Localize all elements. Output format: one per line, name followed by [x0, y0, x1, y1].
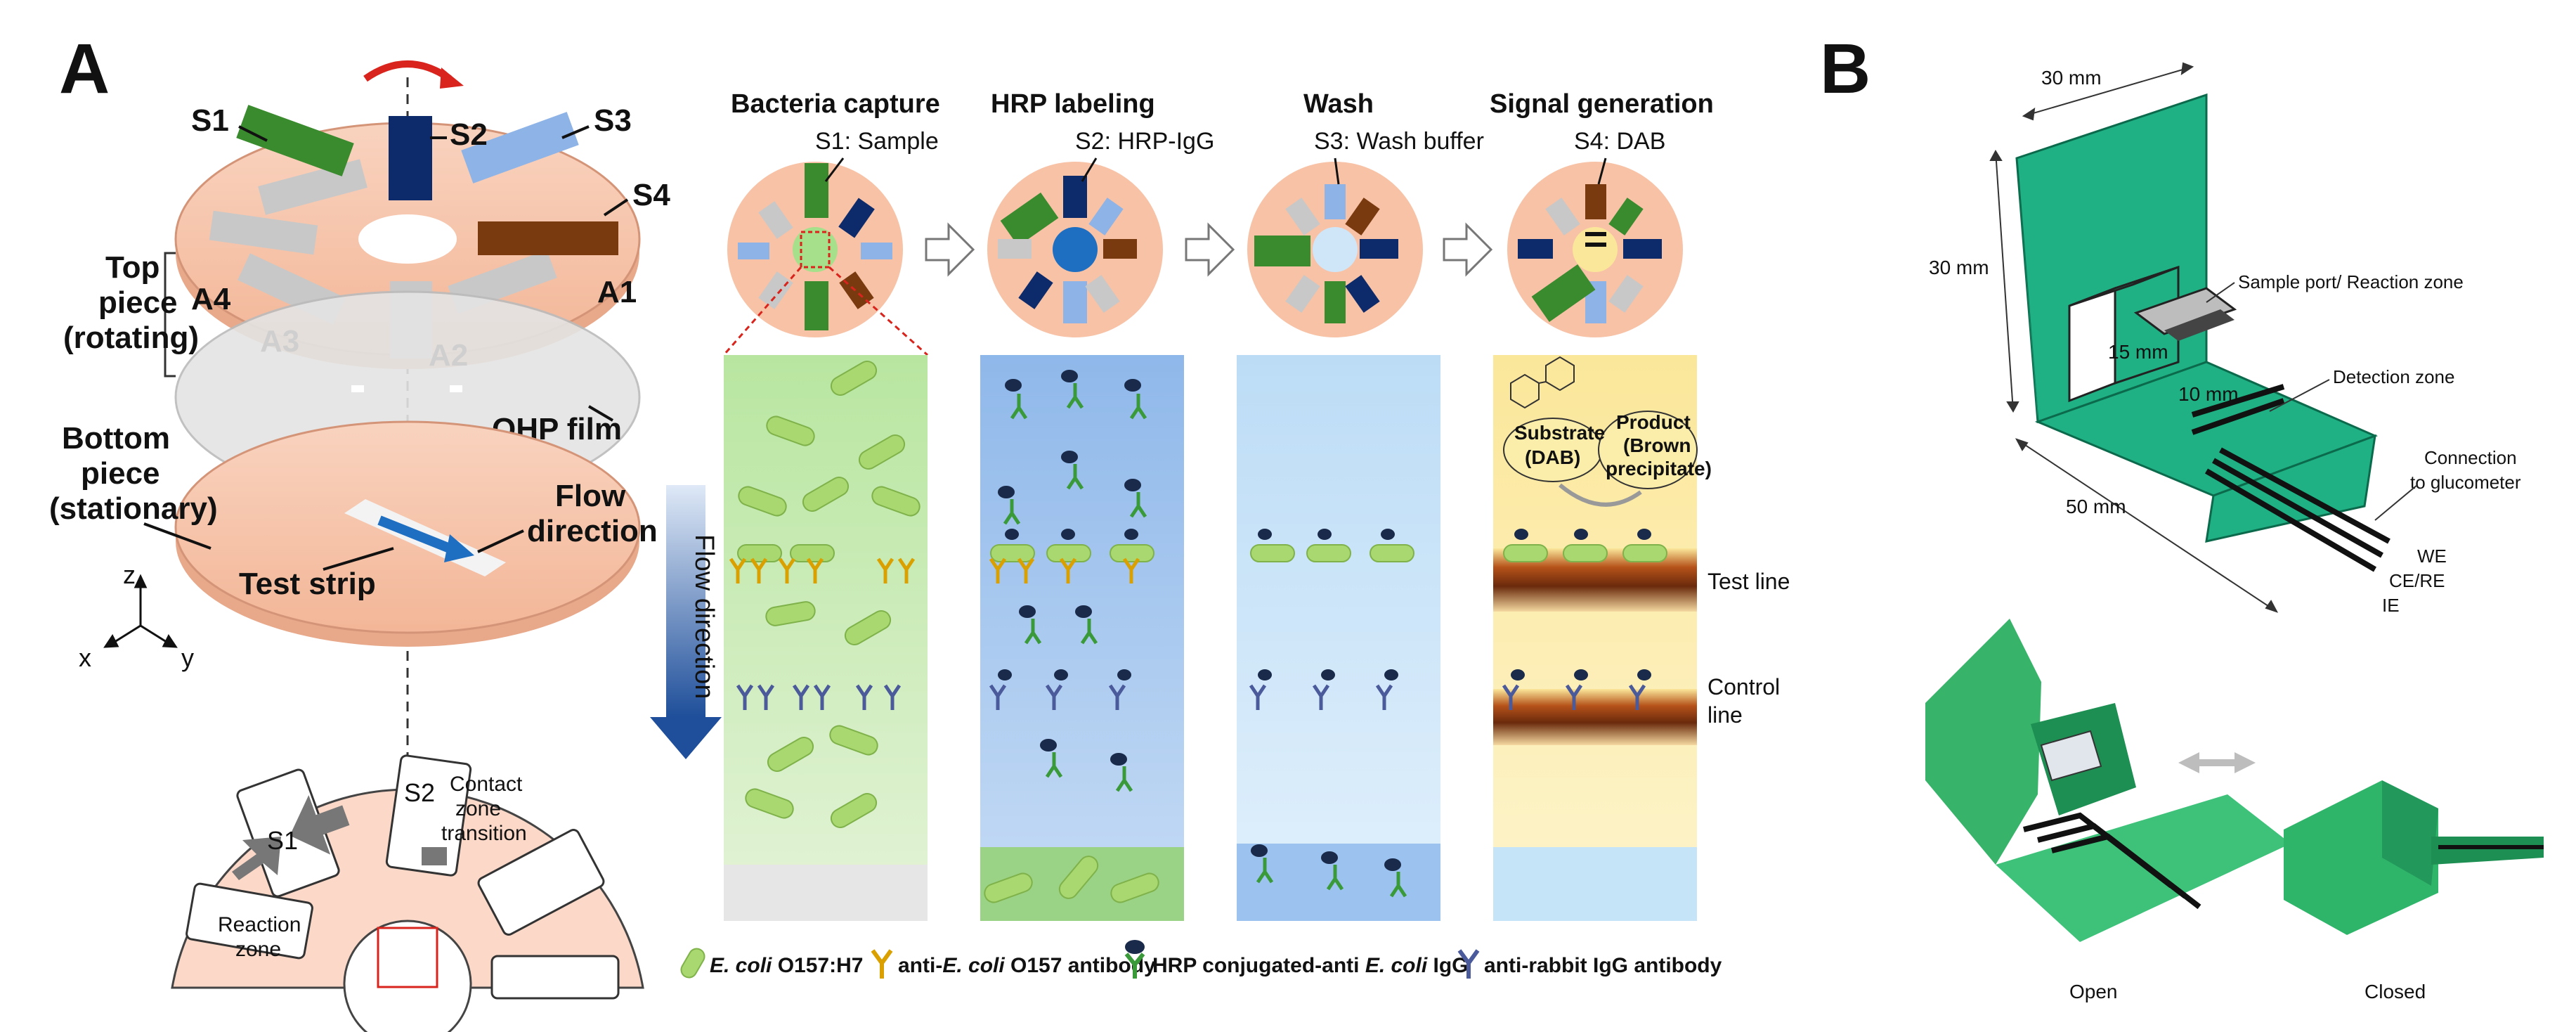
contact-zone-line2: zone: [455, 797, 501, 820]
legend-2: anti-E. coli O157 antibody: [898, 954, 1156, 977]
hrp-antibodies: [998, 370, 1651, 898]
step-columns: Bacteria capture S1: Sample HRP labeling…: [731, 89, 1714, 155]
xyz-axes-icon: [103, 574, 178, 648]
step-4-reagent: S4: DAB: [1574, 128, 1665, 155]
s3-label: S3: [594, 103, 632, 138]
step-3-title: Wash: [1303, 89, 1374, 119]
legend-1: E. coli O157:H7: [710, 954, 863, 977]
flow-direction-line1: Flow: [555, 479, 626, 513]
s2-label: S2: [450, 117, 488, 152]
detection-zone-label: Detection zone: [2333, 366, 2454, 387]
bottom-piece-line1: Bottom: [62, 421, 170, 456]
product-line2: (Brown: [1623, 434, 1691, 456]
test-line-label: Test line: [1707, 569, 1790, 594]
bottom-piece-line3: (stationary): [49, 491, 218, 526]
top-piece-line1: Top: [105, 250, 160, 285]
legend-yellow-antibody-icon: [871, 949, 893, 979]
step-4-title: Signal generation: [1490, 89, 1714, 119]
s4-pad: [478, 221, 618, 255]
mini-disk-3: [1247, 162, 1423, 337]
a4-label: A4: [191, 282, 231, 316]
step-1-reagent: S1: Sample: [815, 128, 939, 155]
photo-open: [1925, 619, 2291, 942]
bottom-s1-label: S1: [267, 826, 298, 855]
axis-y-label: y: [181, 643, 194, 672]
connection-line2: to glucometer: [2410, 472, 2521, 493]
mini-disk-2: [987, 162, 1163, 337]
top-piece-line2: piece: [98, 285, 178, 320]
legend-bacteria-icon: [680, 948, 705, 979]
test-strip-label: Test strip: [239, 567, 376, 601]
ce-re-label: CE/RE: [2389, 570, 2445, 591]
contact-zone-line1: Contact: [450, 773, 523, 796]
mini-disk-1: [727, 162, 903, 337]
dim-port-h-label: 10 mm: [2178, 383, 2239, 405]
legend: E. coli O157:H7 anti-E. coli O157 antibo…: [680, 940, 1722, 979]
bacteria-cluster: [737, 361, 1159, 903]
sample-port-label: Sample port/ Reaction zone: [2238, 271, 2464, 292]
legend-hrp-antibody-icon: [1124, 953, 1145, 979]
dim-length-label: 50 mm: [2066, 496, 2126, 517]
s3-pad: [461, 112, 579, 183]
device-drawing: [2015, 93, 2390, 572]
step-2-reagent: S2: HRP-IgG: [1075, 128, 1214, 155]
panel-b-label: B: [1820, 30, 1871, 108]
photo-closed-label: Closed: [2364, 981, 2426, 1002]
signal-panel: [1493, 355, 1697, 921]
step-2-title: HRP labeling: [991, 89, 1155, 119]
bottom-disk: [174, 420, 641, 647]
panel-a-label: A: [59, 30, 110, 108]
we-label: WE: [2417, 546, 2447, 567]
product-line1: Product: [1616, 411, 1691, 433]
step-1-title: Bacteria capture: [731, 89, 940, 119]
open-close-arrow-icon: [2178, 752, 2256, 773]
control-line-band: [1493, 689, 1697, 745]
step-3-reagent: S3: Wash buffer: [1314, 128, 1484, 155]
rotation-arrowhead-icon: [440, 67, 464, 89]
substrate-line1: Substrate: [1514, 422, 1605, 444]
flow-direction-label: Flow direction: [689, 534, 719, 699]
substrate-line2: (DAB): [1525, 446, 1580, 468]
legend-4: anti-rabbit IgG antibody: [1484, 954, 1722, 977]
labeling-panel: [980, 355, 1184, 921]
dim-port-w-label: 15 mm: [2108, 341, 2168, 363]
test-line-antibodies: [729, 557, 1140, 583]
reaction-zone-line2: zone: [235, 938, 281, 961]
bottom-s2-label: S2: [404, 778, 435, 807]
contact-zone-line3: transition: [441, 822, 527, 845]
s1-pad: [236, 105, 354, 176]
ie-label: IE: [2382, 595, 2400, 616]
a1-label: A1: [597, 275, 637, 309]
axis-x-label: x: [79, 643, 91, 672]
s4-label: S4: [632, 178, 670, 212]
top-down-view: [171, 754, 644, 1032]
photo-open-label: Open: [2069, 981, 2118, 1002]
flow-direction-line2: direction: [527, 514, 658, 548]
control-line-antibodies: [736, 684, 1646, 710]
connection-line1: Connection: [2424, 447, 2517, 468]
step-arrows: [925, 222, 1493, 277]
flow-direction-arrow-icon: [666, 485, 705, 717]
top-piece-line3: (rotating): [63, 321, 199, 355]
legend-3: HRP conjugated-anti E. coli IgG: [1152, 954, 1469, 977]
control-line-label-2: line: [1707, 702, 1743, 728]
reaction-zone-line1: Reaction: [218, 913, 301, 936]
s1-label: S1: [191, 103, 229, 138]
axis-z-label: z: [123, 560, 136, 589]
flow-arrow-icon: [377, 515, 452, 553]
control-line-label-1: Control: [1707, 674, 1780, 699]
legend-blue-antibody-icon: [1457, 949, 1480, 979]
dim-height-label: 30 mm: [1929, 257, 1989, 278]
s2-pad: [389, 116, 432, 200]
rotation-arrow-icon: [363, 60, 452, 82]
wash-panel: [1237, 355, 1440, 921]
bottom-piece-line2: piece: [81, 456, 160, 491]
product-line3: precipitate): [1606, 458, 1712, 479]
photo-closed: [2284, 780, 2544, 935]
dim-width-label: 30 mm: [2041, 67, 2102, 89]
dab-structure-icon: [1510, 356, 1575, 409]
mini-disk-4: [1507, 162, 1683, 337]
